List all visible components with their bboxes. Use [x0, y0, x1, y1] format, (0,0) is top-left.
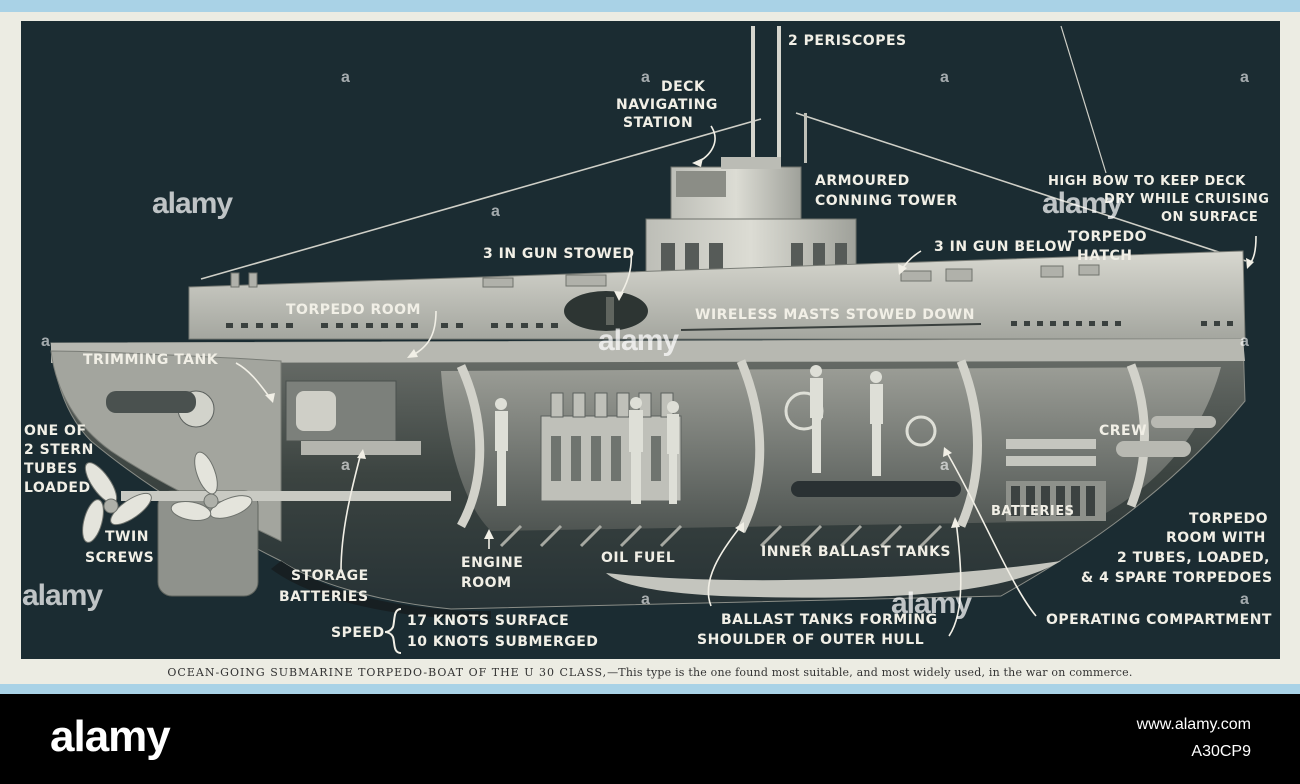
label-batteries: BATTERIES [991, 504, 1074, 519]
label-torpedo-hatch-1: TORPEDO [1068, 229, 1147, 245]
caption: OCEAN-GOING SUBMARINE TORPEDO-BOAT OF TH… [0, 666, 1300, 679]
label-oil-fuel: OIL FUEL [601, 550, 675, 566]
label-stern-tubes-4: LOADED [24, 480, 91, 496]
label-fwd-torpedo-4: & 4 SPARE TORPEDOES [1081, 570, 1273, 586]
footer-site-url: www.alamy.com [1136, 716, 1251, 733]
watermark-letter: a [940, 69, 949, 86]
watermark-letter: a [641, 69, 650, 86]
label-fwd-torpedo-1: TORPEDO [1189, 511, 1268, 527]
top-frame-band [0, 0, 1300, 12]
watermark-letter: a [641, 591, 650, 608]
label-twin-screws-1: TWIN [105, 529, 149, 545]
label-inner-ballast: INNER BALLAST TANKS [761, 544, 951, 560]
watermark: alamy [1042, 187, 1123, 220]
caption-text: —This type is the one found most suitabl… [607, 666, 1133, 679]
label-deck-navigating-2: NAVIGATING [616, 97, 718, 113]
label-high-bow-2: DRY WHILE CRUISING [1104, 192, 1269, 207]
label-operating-compartment: OPERATING COMPARTMENT [1046, 612, 1272, 628]
footer-image-id: A30CP9 [1191, 743, 1251, 760]
label-engine-room-2: ROOM [461, 575, 512, 591]
label-ballast-shoulder-2: SHOULDER OF OUTER HULL [697, 632, 924, 648]
label-fwd-torpedo-3: 2 TUBES, LOADED, [1117, 550, 1270, 566]
label-fwd-torpedo-2: ROOM WITH [1166, 530, 1266, 546]
upper-deck [188, 250, 1246, 340]
speed-brace [384, 608, 402, 654]
crew-figures [495, 365, 883, 506]
label-crew: CREW [1099, 423, 1147, 439]
watermark: alamy [598, 324, 679, 357]
interior-cutaway [441, 359, 1221, 548]
bottom-frame-band [0, 684, 1300, 694]
label-torpedo-room: TORPEDO ROOM [286, 302, 421, 318]
watermark: alamy [22, 579, 103, 612]
labels: 2 PERISCOPES DECK NAVIGATING STATION ARM… [24, 33, 1273, 650]
torpedo-tubes [1116, 416, 1216, 457]
watermark-letter: a [341, 69, 350, 86]
watermark-letter: a [1240, 591, 1249, 608]
watermark-letter: a [1240, 333, 1249, 350]
label-trimming-tank: TRIMMING TANK [83, 352, 219, 368]
watermark-letter: a [940, 457, 949, 474]
watermark-letter: a [1240, 69, 1249, 86]
label-ballast-shoulder-1: BALLAST TANKS FORMING [721, 612, 938, 628]
watermark-letter: a [41, 333, 50, 350]
label-stern-tubes-3: TUBES [24, 461, 78, 477]
label-stern-tubes-2: 2 STERN [24, 442, 94, 458]
label-engine-room-1: ENGINE [461, 555, 523, 571]
periscopes [751, 26, 807, 163]
label-storage-batteries-1: STORAGE [291, 568, 369, 584]
arrow-heads [265, 158, 1254, 539]
label-periscopes: 2 PERISCOPES [788, 33, 907, 49]
watermark: alamy [891, 587, 972, 620]
label-twin-screws-2: SCREWS [85, 550, 154, 566]
caption-title: OCEAN-GOING SUBMARINE TORPEDO-BOAT OF TH… [167, 666, 608, 679]
label-torpedo-hatch-2: HATCH [1077, 248, 1133, 264]
diagram-panel: 2 PERISCOPES DECK NAVIGATING STATION ARM… [21, 21, 1280, 659]
label-conning-tower-1: ARMOURED [815, 173, 910, 189]
label-gun-stowed: 3 IN GUN STOWED [483, 246, 635, 262]
twin-screws [82, 451, 253, 543]
label-storage-batteries-2: BATTERIES [279, 589, 369, 605]
footer-bar [0, 694, 1300, 784]
label-high-bow-1: HIGH BOW TO KEEP DECK [1048, 174, 1246, 189]
label-speed: SPEED [331, 625, 385, 641]
submarine-diagram: 2 PERISCOPES DECK NAVIGATING STATION ARM… [24, 25, 1273, 654]
label-deck-navigating-3: STATION [623, 115, 693, 131]
label-stern-tubes-1: ONE OF [24, 423, 87, 439]
watermark-letter: a [491, 203, 500, 220]
label-deck-navigating-1: DECK [661, 79, 706, 95]
watermark-letter: a [341, 457, 350, 474]
footer-logo: alamy [50, 712, 171, 761]
label-speed-submerged: 10 KNOTS SUBMERGED [407, 634, 598, 650]
label-speed-surface: 17 KNOTS SURFACE [407, 613, 569, 629]
label-wireless-masts: WIRELESS MASTS STOWED DOWN [695, 307, 975, 323]
label-high-bow-3: ON SURFACE [1161, 210, 1258, 225]
rigging-wires [200, 25, 1247, 280]
label-conning-tower-2: CONNING TOWER [815, 193, 958, 209]
label-gun-below: 3 IN GUN BELOW [934, 239, 1073, 255]
watermark: alamy [152, 187, 233, 220]
